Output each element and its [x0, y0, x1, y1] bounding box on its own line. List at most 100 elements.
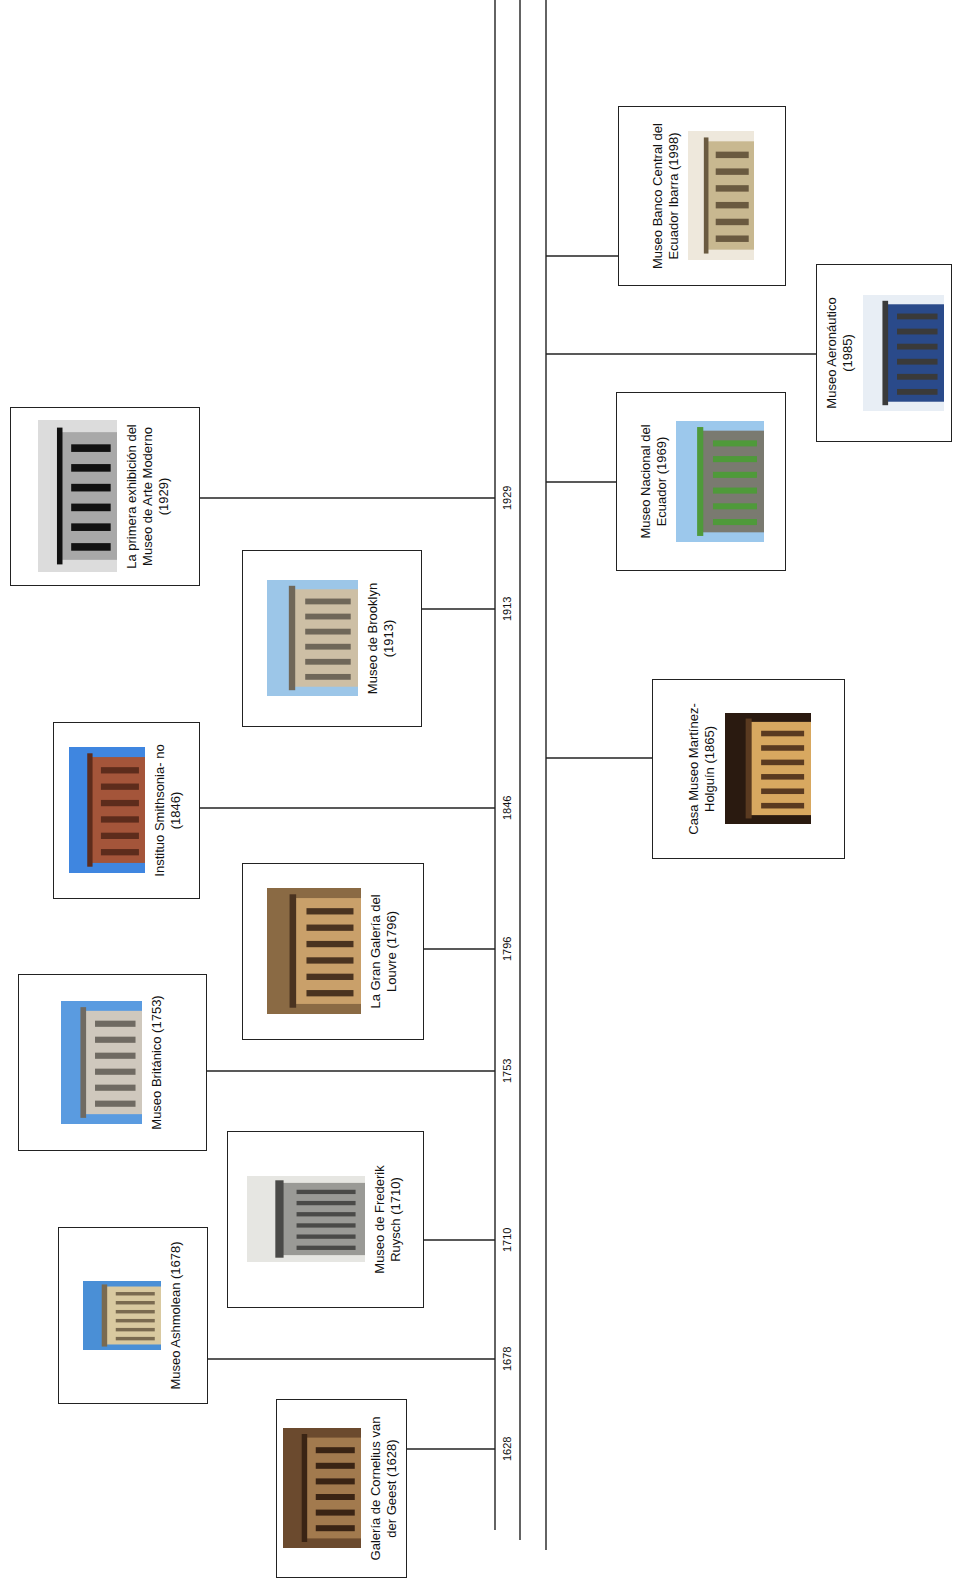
photo-detail: [704, 138, 709, 254]
year-label: 1678: [501, 1347, 514, 1371]
photo-detail: [297, 1213, 356, 1217]
timeline-tick: [546, 255, 618, 256]
timeline-rule: [545, 0, 546, 1550]
museum-caption: Museo Aeronáutico (1985): [824, 278, 856, 428]
photo-detail: [101, 784, 139, 790]
museum-box: La primera exhibición del Museo de Arte …: [10, 407, 200, 586]
photo-ground: [247, 1177, 365, 1263]
photo-detail: [95, 1101, 136, 1107]
photo-detail: [297, 1201, 356, 1205]
museum-box: Museo de Frederik Ruysch (1710): [227, 1131, 424, 1308]
year-label: 1628: [501, 1437, 514, 1461]
museum-caption: Galería de Cornelius van der Geest (1628…: [368, 1414, 400, 1564]
museum-caption: Museo de Frederik Ruysch (1710): [372, 1145, 404, 1295]
photo-detail: [305, 614, 351, 620]
photo-detail: [115, 1337, 154, 1340]
photo-detail: [306, 925, 353, 931]
year-label: 1913: [501, 597, 514, 621]
photo-ground: [61, 1001, 142, 1124]
photo-detail: [316, 1495, 355, 1501]
museum-photo: [688, 132, 754, 261]
photo-detail: [306, 958, 353, 964]
year-label: 1846: [501, 796, 514, 820]
timeline-tick: [424, 948, 495, 949]
photo-detail: [761, 803, 804, 809]
photo-detail: [115, 1319, 154, 1322]
photo-building: [294, 590, 358, 687]
photo-detail: [897, 314, 938, 320]
museum-photo: [247, 1177, 365, 1263]
museum-photo: [676, 421, 764, 542]
photo-detail: [897, 359, 938, 365]
photo-detail: [716, 236, 749, 242]
museum-photo: [267, 889, 361, 1015]
photo-detail: [316, 1448, 355, 1454]
museum-box: Museo Banco Central del Ecuador Ibarra (…: [618, 106, 786, 286]
museum-box: Museo Aeronáutico (1985): [816, 264, 952, 442]
timeline-rule: [519, 0, 520, 1540]
photo-detail: [305, 674, 351, 680]
photo-detail: [761, 775, 804, 781]
year-label: 1796: [501, 937, 514, 961]
photo-detail: [306, 941, 353, 947]
photo-detail: [761, 760, 804, 766]
photo-detail: [71, 445, 111, 453]
photo-detail: [713, 503, 757, 509]
photo-detail: [87, 754, 92, 867]
photo-detail: [716, 186, 749, 192]
timeline-tick: [200, 807, 495, 808]
photo-ground: [863, 295, 944, 411]
timeline-tick: [546, 481, 616, 482]
timeline-tick: [546, 757, 652, 758]
photo-detail: [101, 817, 139, 823]
photo-detail: [713, 519, 757, 525]
photo-detail: [761, 746, 804, 752]
museum-box: Museo Ashmolean (1678): [58, 1227, 208, 1404]
photo-ground: [267, 581, 358, 697]
photo-building: [295, 899, 361, 1005]
photo-detail: [71, 544, 111, 552]
photo-detail: [115, 1292, 154, 1295]
photo-detail: [95, 1069, 136, 1075]
photo-building: [703, 431, 765, 533]
photo-detail: [95, 1053, 136, 1059]
museum-caption: Museo de Brooklyn (1913): [365, 564, 397, 714]
photo-detail: [297, 1235, 356, 1239]
year-label: 1753: [501, 1059, 514, 1083]
timeline-tick: [200, 497, 495, 498]
photo-detail: [306, 909, 353, 915]
photo-ground: [83, 1281, 161, 1350]
photo-ground: [267, 889, 361, 1015]
photo-detail: [289, 586, 295, 690]
photo-detail: [713, 488, 757, 494]
photo-building: [106, 1287, 161, 1345]
photo-detail: [897, 329, 938, 335]
photo-detail: [316, 1463, 355, 1469]
photo-building: [92, 758, 145, 864]
museum-caption: Museo Ashmolean (1678): [168, 1241, 184, 1389]
photo-ground: [283, 1429, 361, 1549]
photo-building: [62, 433, 117, 561]
photo-detail: [115, 1310, 154, 1313]
photo-detail: [95, 1021, 136, 1027]
museum-photo: [283, 1429, 361, 1549]
photo-detail: [306, 974, 353, 980]
photo-building: [751, 722, 811, 815]
photo-detail: [302, 1435, 307, 1543]
museum-caption: Instituo Smithsonia- no (1846): [152, 736, 184, 886]
museum-box: Museo Británico (1753): [18, 974, 207, 1151]
museum-caption: Casa Museo Martínez-Holguín (1865): [686, 694, 718, 844]
museum-box: Museo de Brooklyn (1913): [242, 550, 422, 727]
photo-detail: [316, 1510, 355, 1516]
photo-detail: [716, 202, 749, 208]
photo-detail: [71, 524, 111, 532]
photo-detail: [297, 1246, 356, 1250]
photo-detail: [745, 719, 751, 819]
photo-detail: [101, 833, 139, 839]
photo-detail: [306, 991, 353, 997]
photo-ground: [725, 714, 811, 825]
photo-detail: [305, 659, 351, 665]
photo-detail: [716, 169, 749, 175]
museum-photo: [69, 748, 145, 874]
